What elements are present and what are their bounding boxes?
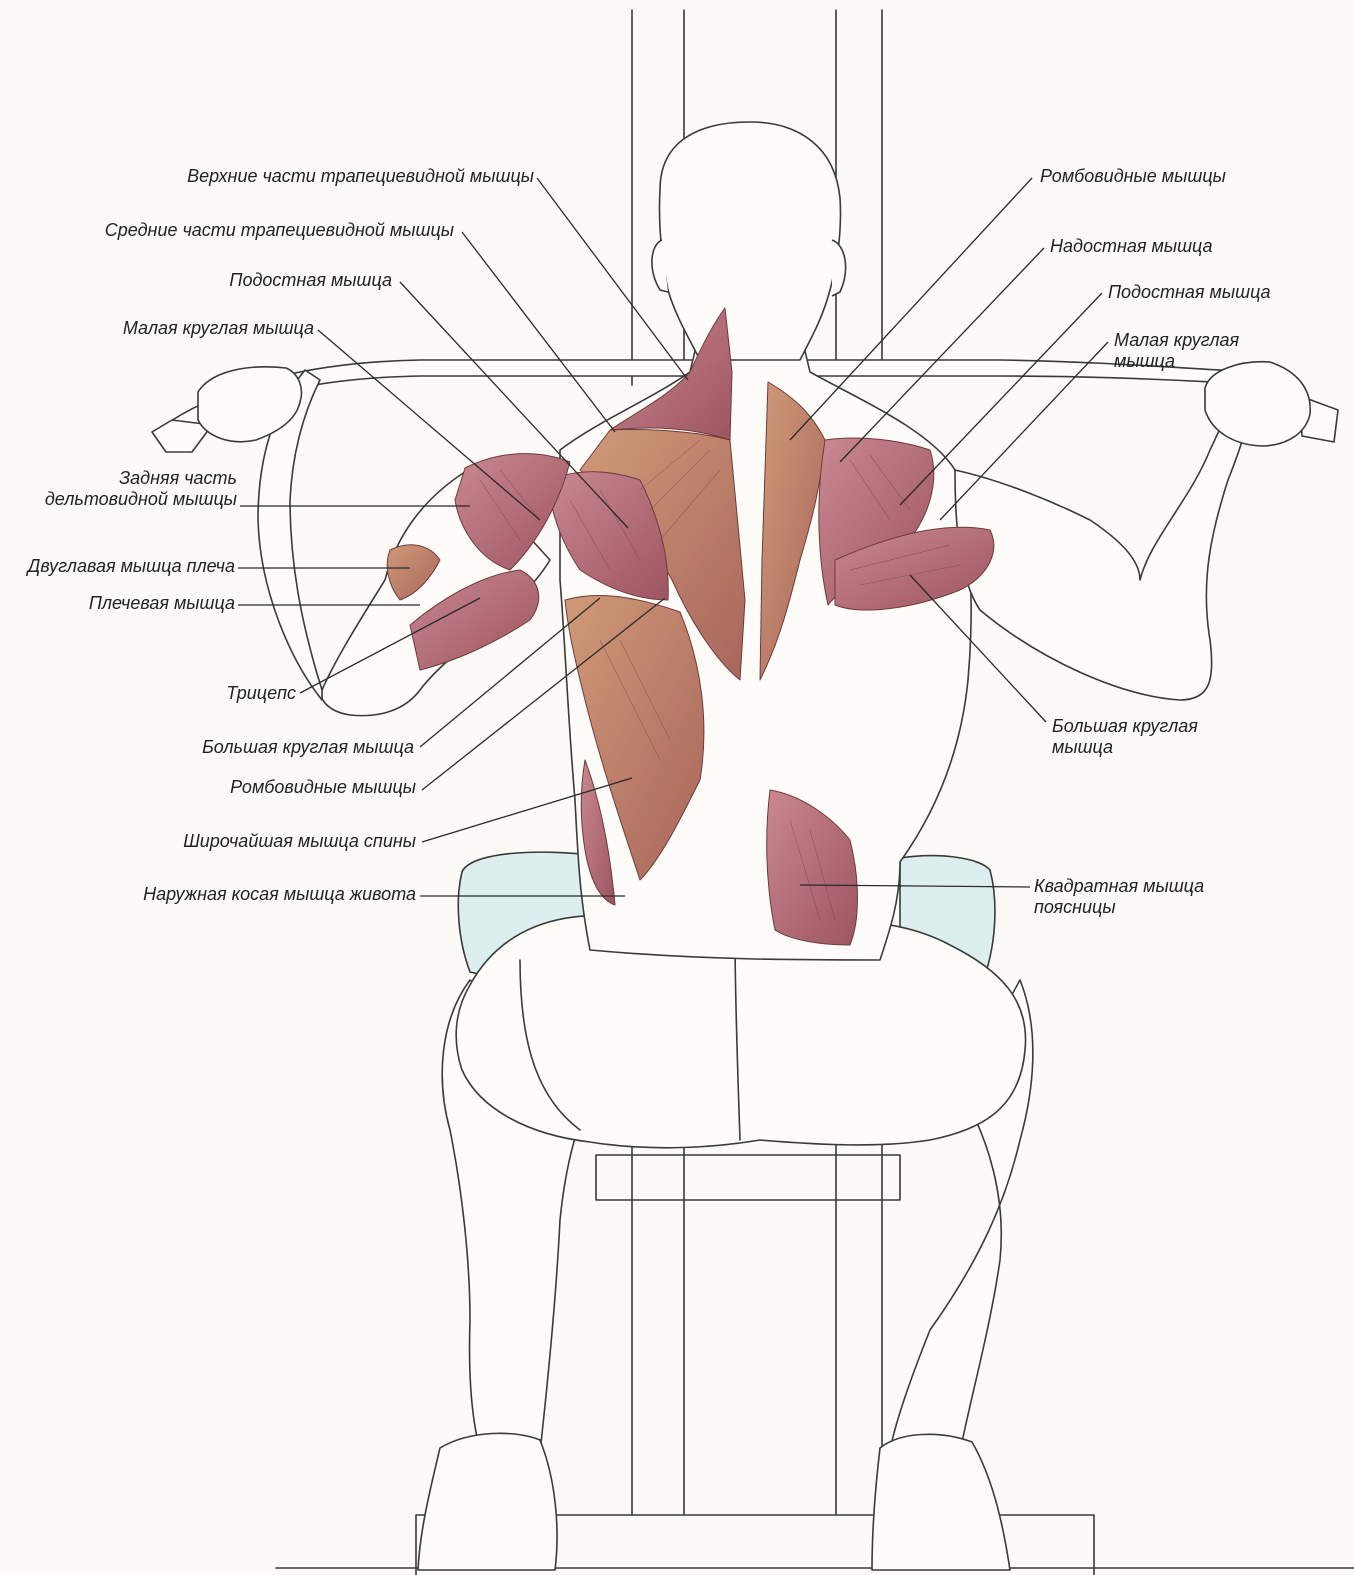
label-posterior-deltoid: Задняя часть дельтовидной мышцы (45, 468, 237, 510)
head (659, 122, 840, 360)
label-brachialis: Плечевая мышца (89, 593, 235, 614)
label-supraspinatus: Надостная мышца (1050, 236, 1213, 257)
label-biceps: Двуглавая мышца плеча (28, 556, 235, 577)
label-rhomboids-left: Ромбовидные мышцы (230, 777, 416, 798)
label-rhomboids-right: Ромбовидные мышцы (1040, 166, 1226, 187)
label-teres-major-right: Большая круглая мышца (1052, 716, 1198, 758)
label-infraspinatus-left: Подостная мышца (229, 270, 392, 291)
label-external-oblique: Наружная косая мышца живота (143, 884, 416, 905)
label-infraspinatus-right: Подостная мышца (1108, 282, 1271, 303)
label-latissimus: Широчайшая мышца спины (183, 831, 416, 852)
label-upper-trapezius: Верхние части трапециевидной мышцы (187, 166, 534, 187)
label-teres-minor-left: Малая круглая мышца (123, 318, 314, 339)
label-teres-minor-right: Малая круглая мышца (1114, 330, 1239, 372)
label-triceps: Трицепс (226, 683, 296, 704)
label-middle-trapezius: Средние части трапециевидной мышцы (105, 220, 454, 241)
label-quadratus-lumborum: Квадратная мышца поясницы (1034, 876, 1204, 918)
label-teres-major-left: Большая круглая мышца (202, 737, 414, 758)
